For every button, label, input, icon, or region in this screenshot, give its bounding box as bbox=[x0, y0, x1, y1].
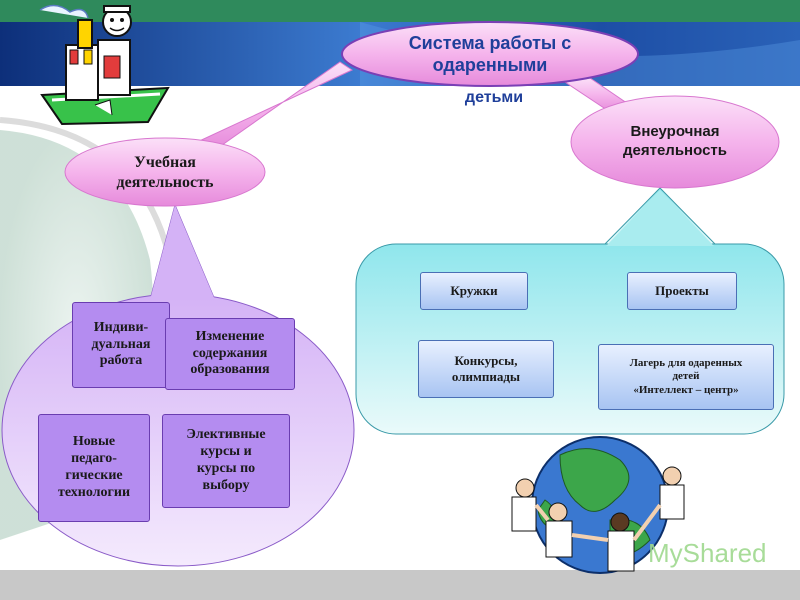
title-line3: детьми bbox=[464, 89, 524, 106]
globe-illustration bbox=[511, 436, 685, 574]
item-elective-courses: Элективные курсы и курсы по выбору bbox=[162, 414, 290, 508]
item-new-technologies: Новые педаго- гические технологии bbox=[38, 414, 150, 522]
page-title: Система работы с одаренными bbox=[372, 28, 608, 82]
item-clubs: Кружки bbox=[420, 272, 528, 310]
right-branch-label: Внеурочная деятельность bbox=[623, 123, 727, 159]
item-content-change: Изменение содержания образования bbox=[165, 318, 295, 390]
left-label-ellipse bbox=[64, 137, 266, 207]
item-projects: Проекты bbox=[627, 272, 737, 310]
title-line2: одаренными bbox=[432, 55, 548, 75]
title-line1: Система работы с bbox=[408, 33, 572, 54]
bottom-bar bbox=[0, 570, 800, 600]
ship-illustration bbox=[39, 4, 170, 126]
watermark-text: MyShared bbox=[648, 538, 767, 568]
title-ellipse bbox=[341, 21, 639, 87]
left-branch-label: Учебная деятельность bbox=[116, 154, 214, 191]
header-green-strip bbox=[0, 0, 800, 22]
item-camp: Лагерь для одаренных детей «Интеллект – … bbox=[598, 344, 774, 410]
item-competitions: Конкурсы, олимпиады bbox=[418, 340, 554, 398]
right-label-ellipse bbox=[570, 95, 780, 189]
item-individual-work: Индиви- дуальная работа bbox=[72, 302, 170, 388]
